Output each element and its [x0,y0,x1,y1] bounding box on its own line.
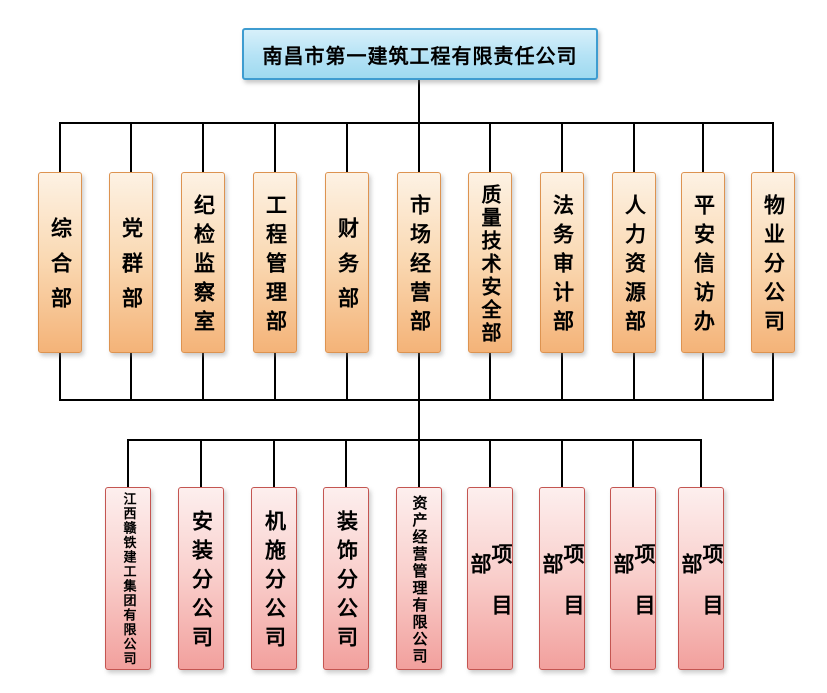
tier2-label-asset-management-company: 资产经营管理有限公司 [410,494,429,665]
tier1-label-quality-tech-safety-dept: 质量技术安全部 [478,183,502,345]
tier1-label-comprehensive-dept: 综合部 [48,217,73,322]
tier1-label-discipline-inspection-office: 纪检监察室 [191,194,216,339]
tier1-box-hr-dept: 人力资源部 [612,172,656,353]
tier2-label-installation-branch: 安装分公司 [189,510,214,655]
tier1-label-engineering-management-dept: 工程管理部 [263,194,288,339]
tier1-label-finance-dept: 财务部 [335,217,360,322]
tier2-label-decoration-branch: 装饰分公司 [334,510,359,655]
tier1-box-engineering-management-dept: 工程管理部 [253,172,297,353]
tier2-label-project-dept-4: 项目部 [679,542,724,645]
tier1-label-party-masses-dept: 党群部 [119,217,144,322]
tier2-box-project-dept-4: 项目部 [678,487,724,670]
tier2-box-gantie-construction-group: 江西赣铁建工集团有限公司 [105,487,151,670]
tier2-box-project-dept-1: 项目部 [467,487,513,670]
tier2-label-project-dept-2: 项目部 [540,542,585,645]
tier2-box-decoration-branch: 装饰分公司 [323,487,369,670]
tier2-box-asset-management-company: 资产经营管理有限公司 [396,487,442,670]
tier2-box-machinery-branch: 机施分公司 [251,487,297,670]
tier1-box-peace-petition-office: 平安信访办 [681,172,725,353]
tier1-box-quality-tech-safety-dept: 质量技术安全部 [468,172,512,353]
tier1-label-peace-petition-office: 平安信访办 [691,194,716,339]
tier1-box-finance-dept: 财务部 [325,172,369,353]
tier2-box-project-dept-2: 项目部 [539,487,585,670]
tier1-label-hr-dept: 人力资源部 [622,194,647,339]
tier2-label-project-dept-1: 项目部 [468,542,513,645]
tier1-label-legal-audit-dept: 法务审计部 [550,194,575,339]
tier1-box-property-branch: 物业分公司 [751,172,795,353]
tier2-label-machinery-branch: 机施分公司 [262,510,287,655]
tier2-label-gantie-construction-group: 江西赣铁建工集团有限公司 [120,492,136,666]
tier1-box-discipline-inspection-office: 纪检监察室 [181,172,225,353]
tier1-box-party-masses-dept: 党群部 [109,172,153,353]
tier2-box-project-dept-3: 项目部 [610,487,656,670]
tier1-box-legal-audit-dept: 法务审计部 [540,172,584,353]
company-root-box: 南昌市第一建筑工程有限责任公司 [242,28,598,80]
tier2-box-installation-branch: 安装分公司 [178,487,224,670]
tier1-box-comprehensive-dept: 综合部 [38,172,82,353]
tier1-box-market-operation-dept: 市场经营部 [397,172,441,353]
tier2-label-project-dept-3: 项目部 [611,542,656,645]
tier1-label-market-operation-dept: 市场经营部 [407,194,432,339]
tier1-label-property-branch: 物业分公司 [761,194,786,339]
company-root-label: 南昌市第一建筑工程有限责任公司 [262,43,578,68]
